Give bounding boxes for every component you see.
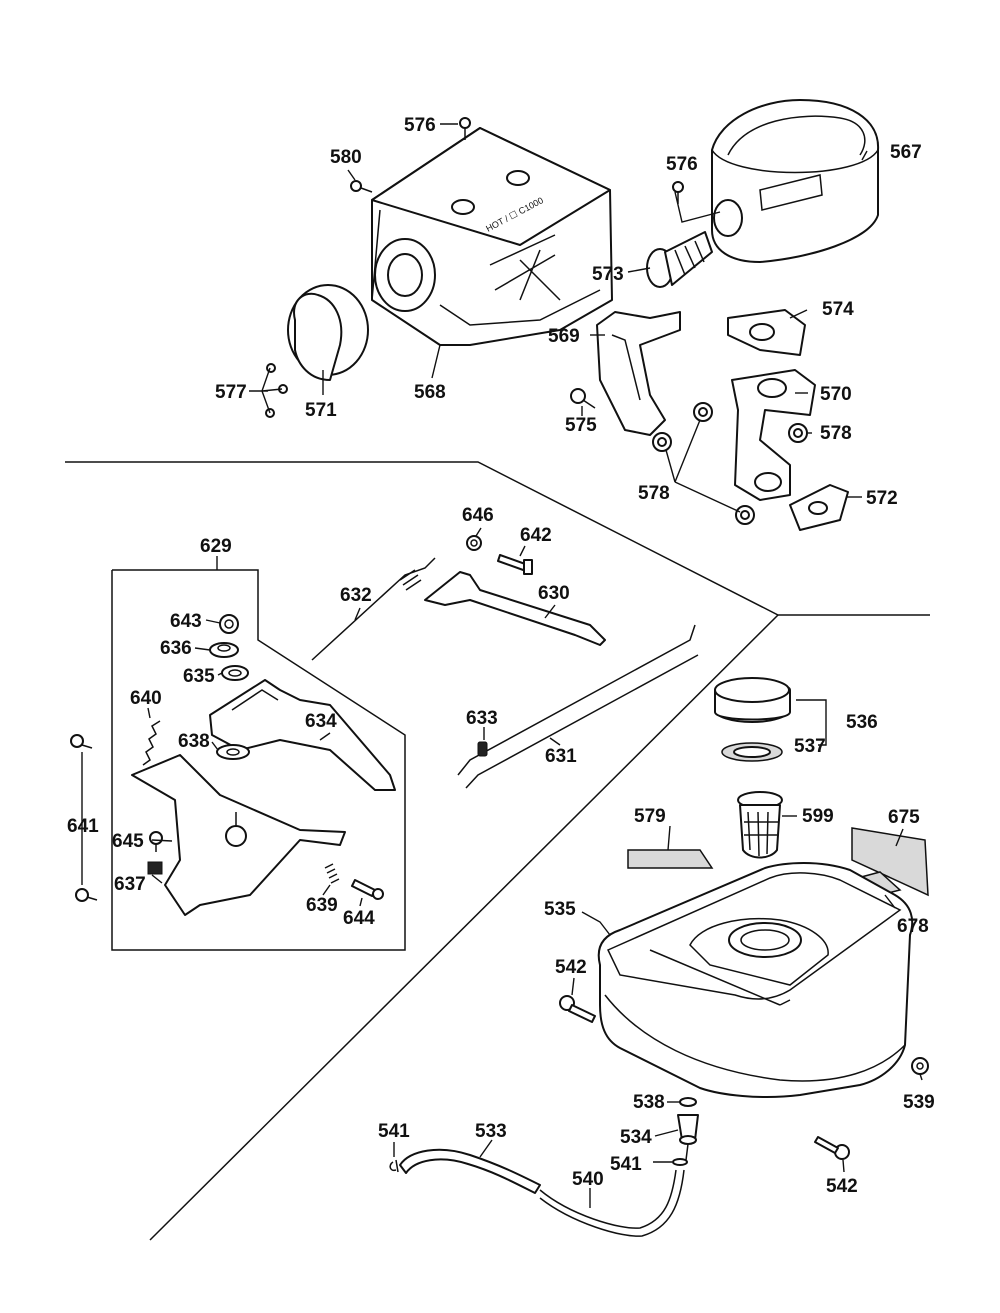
washers-mid	[209, 614, 250, 760]
label-539: 539	[903, 1092, 935, 1113]
label-576-top: 576	[404, 115, 436, 136]
label-542-upper: 542	[555, 957, 587, 978]
link-rod-631	[457, 624, 699, 789]
washer-538	[679, 1097, 697, 1107]
label-644: 644	[343, 908, 375, 929]
muffler-end-cap-571	[287, 284, 369, 381]
label-633: 633	[466, 708, 498, 729]
label-538: 538	[633, 1092, 665, 1113]
label-541-left: 541	[378, 1121, 410, 1142]
label-635: 635	[183, 666, 215, 687]
governor-plate	[131, 754, 346, 916]
muffler-bracket-569	[596, 311, 681, 436]
bolt-542-upper	[559, 995, 596, 1023]
part-labels: 576 580 576 567 573 574 569 570 577 571 …	[67, 115, 935, 1197]
label-675: 675	[888, 807, 920, 828]
muffler-shield-568: HOT / ☐ C1000	[371, 127, 613, 346]
bolt-644	[351, 879, 384, 900]
label-535: 535	[544, 899, 576, 920]
label-643: 643	[170, 611, 202, 632]
label-567: 567	[890, 142, 922, 163]
exhaust-pipe-570	[731, 369, 816, 501]
leader-lines	[147, 123, 923, 1208]
label-541-right: 541	[610, 1154, 642, 1175]
fuel-strainer-599	[737, 791, 783, 859]
label-639: 639	[306, 895, 338, 916]
control-assembly-box-629	[111, 569, 406, 951]
bolt-542-lower	[814, 1136, 850, 1160]
fuel-tank-535	[597, 862, 914, 1099]
governor-lever-630	[424, 571, 606, 646]
label-678: 678	[897, 916, 929, 937]
nut-646	[466, 535, 482, 551]
nut-539	[911, 1057, 929, 1075]
clip-541-right	[672, 1158, 688, 1166]
bolt-642	[497, 554, 533, 575]
spring-633	[477, 741, 488, 757]
spark-screen-573	[646, 231, 713, 288]
decal-579	[627, 849, 714, 869]
label-574: 574	[822, 299, 854, 320]
label-630: 630	[538, 583, 570, 604]
gasket-572	[789, 484, 849, 531]
label-638: 638	[178, 731, 210, 752]
fuel-hose-540	[539, 1169, 685, 1237]
label-641: 641	[67, 816, 99, 837]
clip-541-left	[389, 1159, 399, 1173]
label-570: 570	[820, 384, 852, 405]
label-634: 634	[305, 711, 337, 732]
label-540: 540	[572, 1169, 604, 1190]
small-parts-mid	[147, 831, 163, 875]
label-646: 646	[462, 505, 494, 526]
fuel-line-533	[399, 1148, 541, 1194]
section-dividers	[65, 461, 930, 1241]
label-533: 533	[475, 1121, 507, 1142]
control-lever-634	[209, 679, 396, 791]
label-569: 569	[548, 326, 580, 347]
fuel-valve-534	[677, 1114, 699, 1161]
gasket-574	[727, 309, 806, 356]
label-573: 573	[592, 264, 624, 285]
cap-gasket-537	[721, 742, 783, 762]
label-578-left: 578	[638, 483, 670, 504]
label-645: 645	[112, 831, 144, 852]
label-578-right: 578	[820, 423, 852, 444]
label-580: 580	[330, 147, 362, 168]
label-536: 536	[846, 712, 878, 733]
muffler-567	[711, 99, 880, 263]
label-632: 632	[340, 585, 372, 606]
label-571: 571	[305, 400, 337, 421]
bolts-641	[70, 734, 98, 902]
label-542-lower: 542	[826, 1176, 858, 1197]
spring-640	[142, 720, 161, 766]
label-631: 631	[545, 746, 577, 767]
label-636: 636	[160, 638, 192, 659]
label-579: 579	[634, 806, 666, 827]
label-629: 629	[200, 536, 232, 557]
label-572: 572	[866, 488, 898, 509]
fuel-cap-536	[714, 677, 791, 723]
label-568: 568	[414, 382, 446, 403]
label-575: 575	[565, 415, 597, 436]
label-637: 637	[114, 874, 146, 895]
label-577: 577	[215, 382, 247, 403]
fasteners-top	[265, 117, 808, 525]
label-534: 534	[620, 1127, 652, 1148]
label-640: 640	[130, 688, 162, 709]
governor-rod-632	[311, 557, 436, 661]
label-576-right: 576	[666, 154, 698, 175]
label-642: 642	[520, 525, 552, 546]
spring-639	[324, 863, 340, 884]
label-599: 599	[802, 806, 834, 827]
label-537: 537	[794, 736, 826, 757]
